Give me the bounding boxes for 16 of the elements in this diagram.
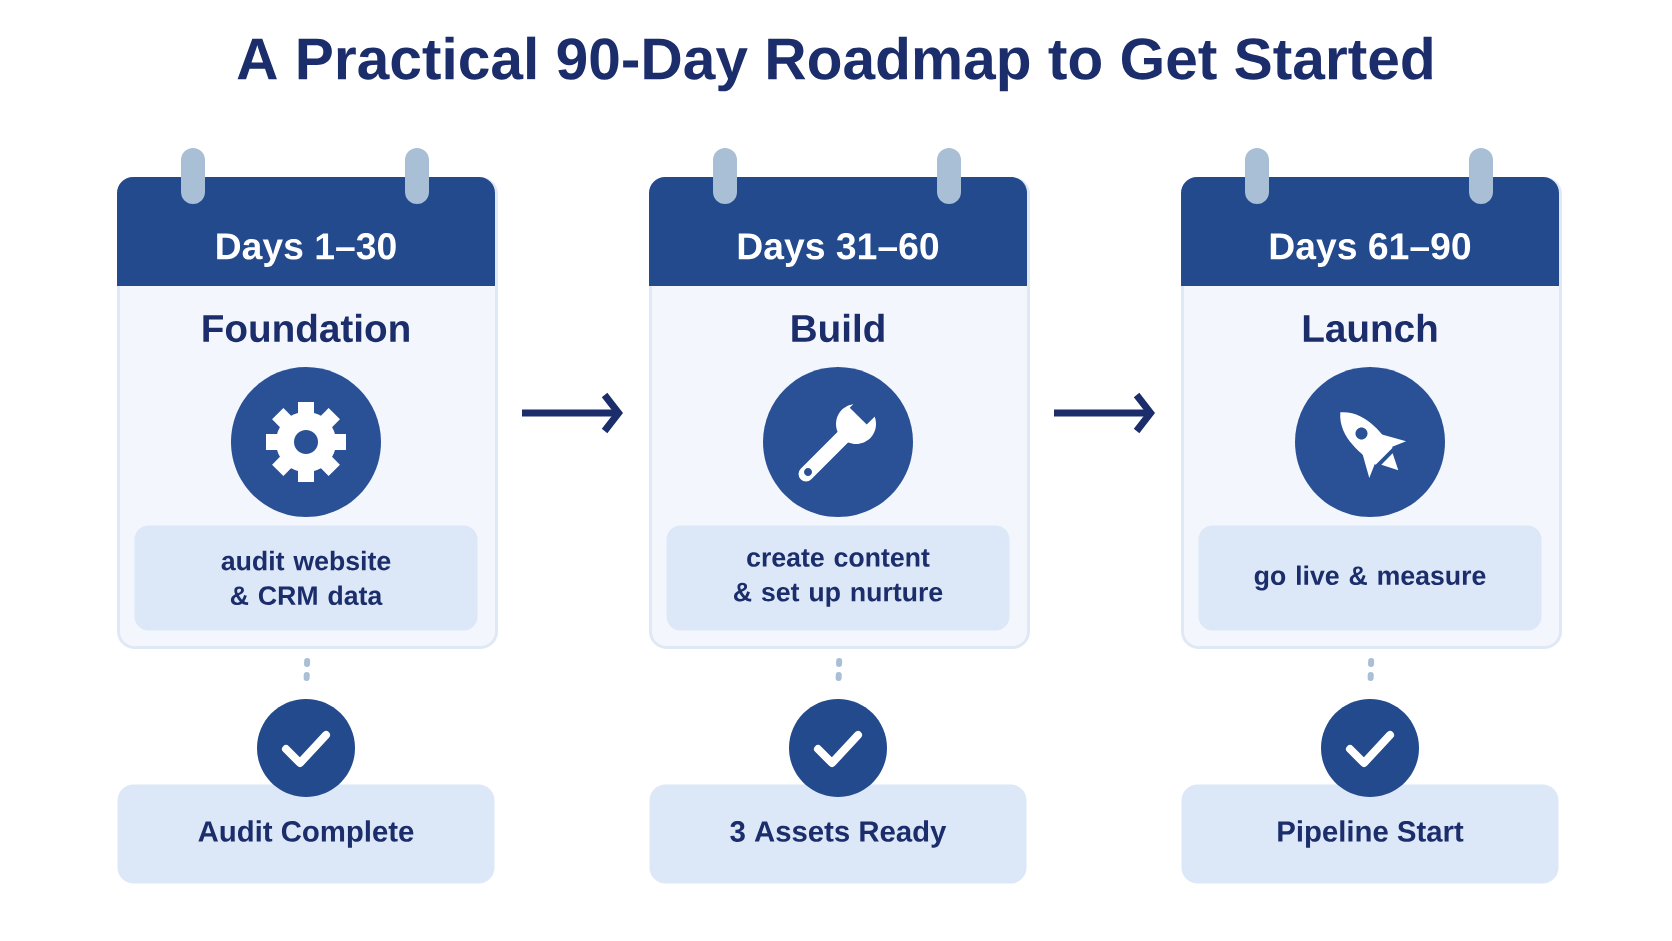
check-icon [1321, 699, 1419, 797]
task-box: go live & measure [1198, 525, 1542, 631]
card-header: Days 31–60 [649, 177, 1027, 286]
title: A Practical 90-Day Roadmap to Get Started [237, 36, 1432, 92]
card-header: Days 61–90 [1181, 177, 1559, 286]
milestone-box: Pipeline Start [1181, 784, 1559, 884]
card-title: Foundation [203, 313, 409, 343]
check-icon [789, 699, 887, 797]
milestone-box: 3 Assets Ready [649, 784, 1027, 884]
card-title: Launch [1303, 313, 1437, 343]
milestone-box: Audit Complete [117, 784, 495, 884]
task-box: audit website & CRM data [134, 525, 478, 631]
card-title: Build [792, 313, 884, 343]
task-box: create content & set up nurture [666, 525, 1010, 631]
check-icon [257, 699, 355, 797]
card-header: Days 1–30 [117, 177, 495, 286]
